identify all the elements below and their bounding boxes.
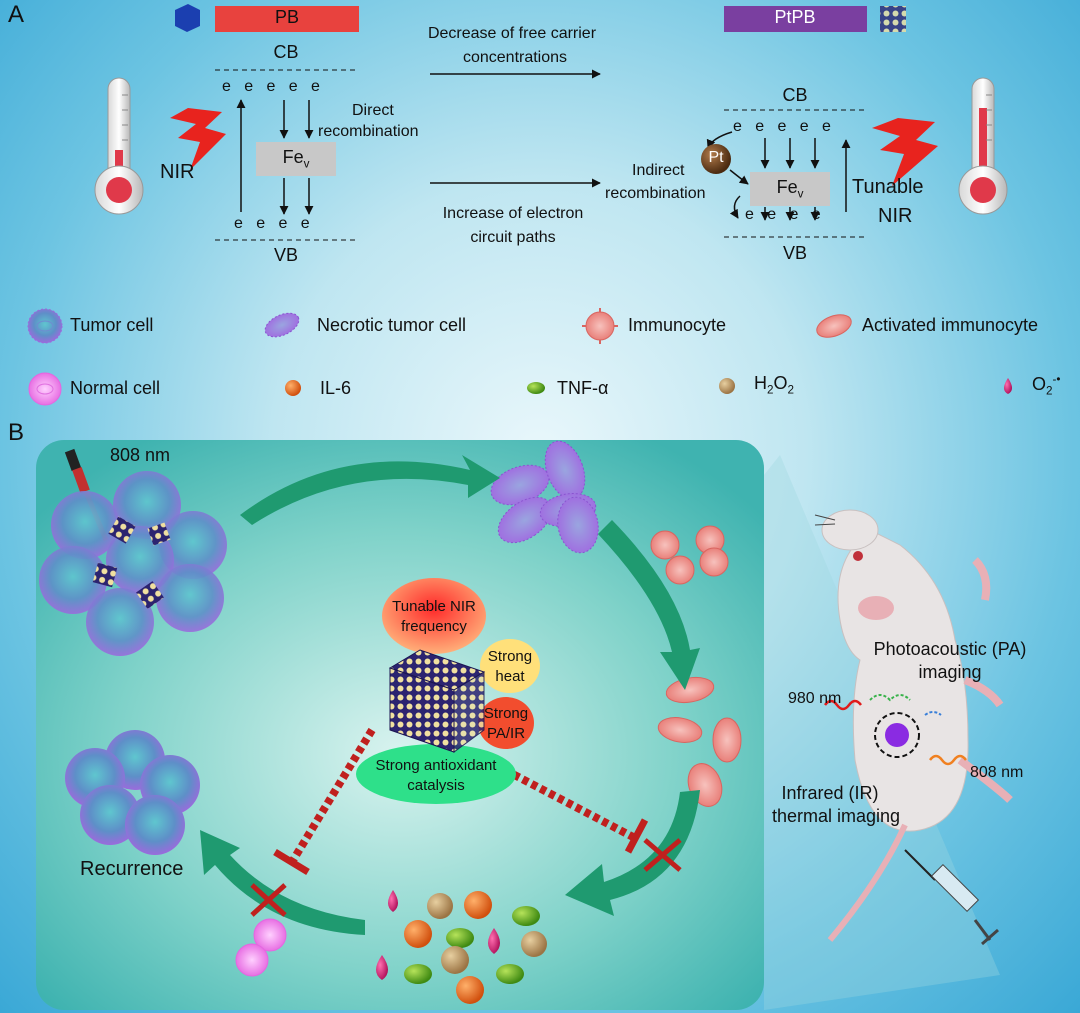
legend-necrotic-icon [264, 312, 300, 338]
strong-pair-text-2: PA/IR [486, 725, 526, 742]
right-fe-box [750, 172, 830, 206]
left-lightning-icon [170, 108, 226, 170]
ptpb-label-bar [724, 6, 867, 32]
recurrence-cluster [65, 730, 200, 855]
legend-o2-text: O2-• [1032, 373, 1061, 398]
strong-pair-bubble [478, 697, 534, 749]
tunable-label-2: NIR [878, 205, 913, 227]
legend-normal-cell-icon [28, 372, 62, 406]
cycle-arrow-top [240, 455, 500, 525]
right-thermometer-icon [958, 77, 1008, 215]
pb-hexagon-icon [175, 4, 200, 32]
syringe-icon [904, 849, 999, 946]
direct-label-1: Direct [352, 102, 394, 119]
middle-top-text-1: Decrease of free carrier [427, 25, 597, 42]
right-cb-electron: e e e e e [733, 118, 831, 135]
legend-tnf-text: TNF-α [557, 378, 609, 398]
cycle-arrow-right [598, 520, 700, 690]
nm980-text: 980 nm [788, 690, 842, 707]
right-fe-text: Fev [776, 177, 804, 201]
pa-text-2: imaging [918, 662, 982, 682]
pb-label: PB [274, 7, 300, 27]
right-cb-text: CB [782, 85, 808, 105]
activated-immunocyte-cluster [657, 676, 742, 807]
tunable-nir-text-2: frequency [401, 618, 467, 635]
legend-tumor-cell-icon [27, 308, 63, 344]
block-left-cross-2 [250, 883, 287, 917]
strong-heat-text-1: Strong [487, 648, 533, 665]
ir-text-2: thermal imaging [771, 806, 901, 826]
recurrence-text: Recurrence [80, 858, 184, 880]
necrotic-cluster [490, 440, 599, 554]
tunable-nir-bubble [382, 578, 486, 654]
laser-808-text: 808 nm [110, 445, 171, 465]
strong-heat-text-2: heat [495, 668, 525, 685]
nir-left-text: NIR [160, 161, 195, 183]
legend-h2o2-text: H2O2 [754, 373, 795, 397]
block-right-cross-2 [643, 838, 682, 872]
wave-980-icon [824, 699, 862, 711]
legend-activated-icon [816, 314, 852, 338]
antioxidant-text-2: catalysis [407, 777, 465, 794]
antioxidant-bubble [356, 744, 516, 804]
legend-necrotic-text: Necrotic tumor cell [317, 315, 467, 335]
middle-bottom-text-2: circuit paths [470, 229, 556, 246]
middle-bottom-text-1: Increase of electron [442, 205, 584, 222]
legend-tumor-text: Tumor cell [70, 315, 154, 335]
antioxidant-text-1: Strong antioxidant [375, 757, 497, 774]
right-vb-electron: e e e e [745, 206, 821, 223]
legend-superoxide-icon [1004, 378, 1012, 394]
legend-h2o2-icon [719, 378, 735, 394]
left-cb-electron: e e e e e [222, 78, 320, 95]
pt-particle [701, 144, 731, 174]
indirect-label-2: recombination [605, 185, 706, 202]
ptpb-label: PtPB [774, 7, 816, 27]
left-cb-text: CB [273, 42, 299, 62]
left-fe-box [256, 142, 336, 176]
pt-text: Pt [708, 149, 724, 166]
legend-normal-text: Normal cell [70, 378, 161, 398]
left-vb-text: VB [273, 245, 299, 265]
cytokine-pile [376, 890, 547, 1004]
tunable-label-1: Tunable [852, 176, 924, 198]
ir-text-1: Infrared (IR) [781, 783, 879, 803]
legend-immunocyte-icon [582, 308, 618, 344]
immunocyte-cluster [650, 525, 729, 585]
right-lightning-icon [872, 118, 938, 186]
pa-text-1: Photoacoustic (PA) [873, 639, 1027, 659]
cycle-arrow-bottom [565, 790, 700, 916]
normal-cells [235, 918, 287, 977]
right-vb-text: VB [782, 243, 808, 263]
left-vb-electron: e e e e [234, 215, 310, 232]
tumor-cluster [39, 471, 227, 656]
imaging-target [874, 712, 920, 758]
left-fe-text: Fev [282, 147, 310, 171]
ptpb-nanocube [388, 649, 486, 753]
pa-signal-icon [869, 694, 911, 702]
strong-pair-text-1: Strong [483, 705, 529, 722]
inhibit-left-bar [273, 849, 310, 875]
legend-il6-text: IL-6 [320, 378, 352, 398]
legend-immunocyte-text: Immunocyte [628, 315, 727, 335]
legend-activated-text: Activated immunocyte [862, 315, 1039, 335]
inhibit-left-line [288, 727, 376, 865]
left-thermometer-icon [94, 77, 144, 215]
panel-b-label: B [8, 419, 25, 446]
inhibit-right-line [503, 766, 637, 842]
middle-top-text-2: concentrations [462, 49, 568, 66]
wave-808-icon [929, 754, 967, 766]
tunable-nir-text-1: Tunable NIR [392, 598, 476, 615]
inhibit-right-bar [624, 818, 649, 854]
legend-tnf-icon [527, 382, 545, 394]
panel-a-label: A [8, 1, 25, 28]
ptpb-cube-icon [880, 6, 906, 32]
pb-label-bar [215, 6, 359, 32]
nm808-text: 808 nm [970, 764, 1024, 781]
legend-il6-icon [285, 380, 301, 396]
direct-label-2: recombination [318, 123, 419, 140]
ir-signal-icon [924, 711, 942, 716]
indirect-label-1: Indirect [632, 162, 685, 179]
strong-heat-bubble [480, 639, 540, 693]
